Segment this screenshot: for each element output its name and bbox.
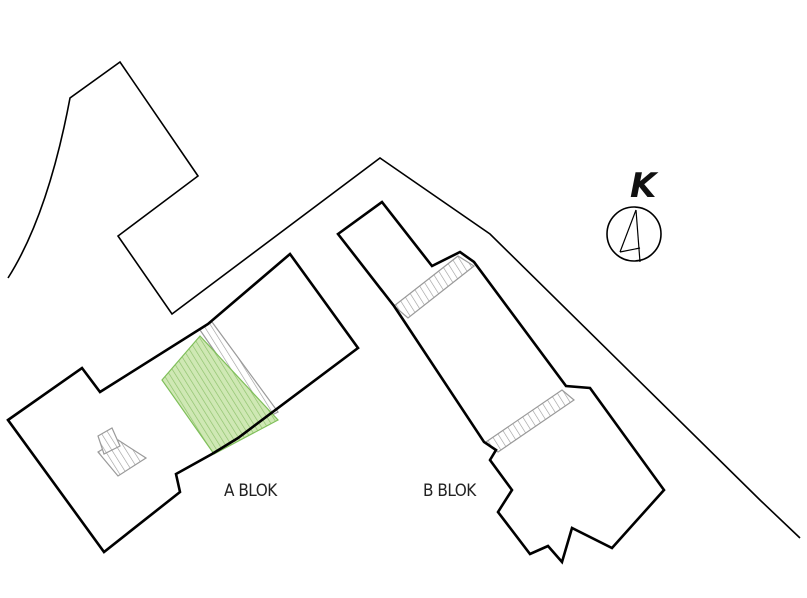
site-boundary-line	[7, 60, 801, 539]
north-arrow-icon	[606, 206, 662, 263]
a-block-green-zone	[161, 335, 279, 455]
b-block-label: B BLOK	[423, 481, 476, 501]
b-block-hatched-connector	[393, 255, 476, 319]
a-block-label: A BLOK	[224, 481, 277, 501]
north-label: K	[630, 166, 657, 206]
a-block-hatched-area	[97, 427, 121, 455]
b-block-outline	[336, 200, 666, 565]
a-block-outline	[6, 252, 360, 554]
b-block-hatched-connector	[485, 389, 575, 453]
